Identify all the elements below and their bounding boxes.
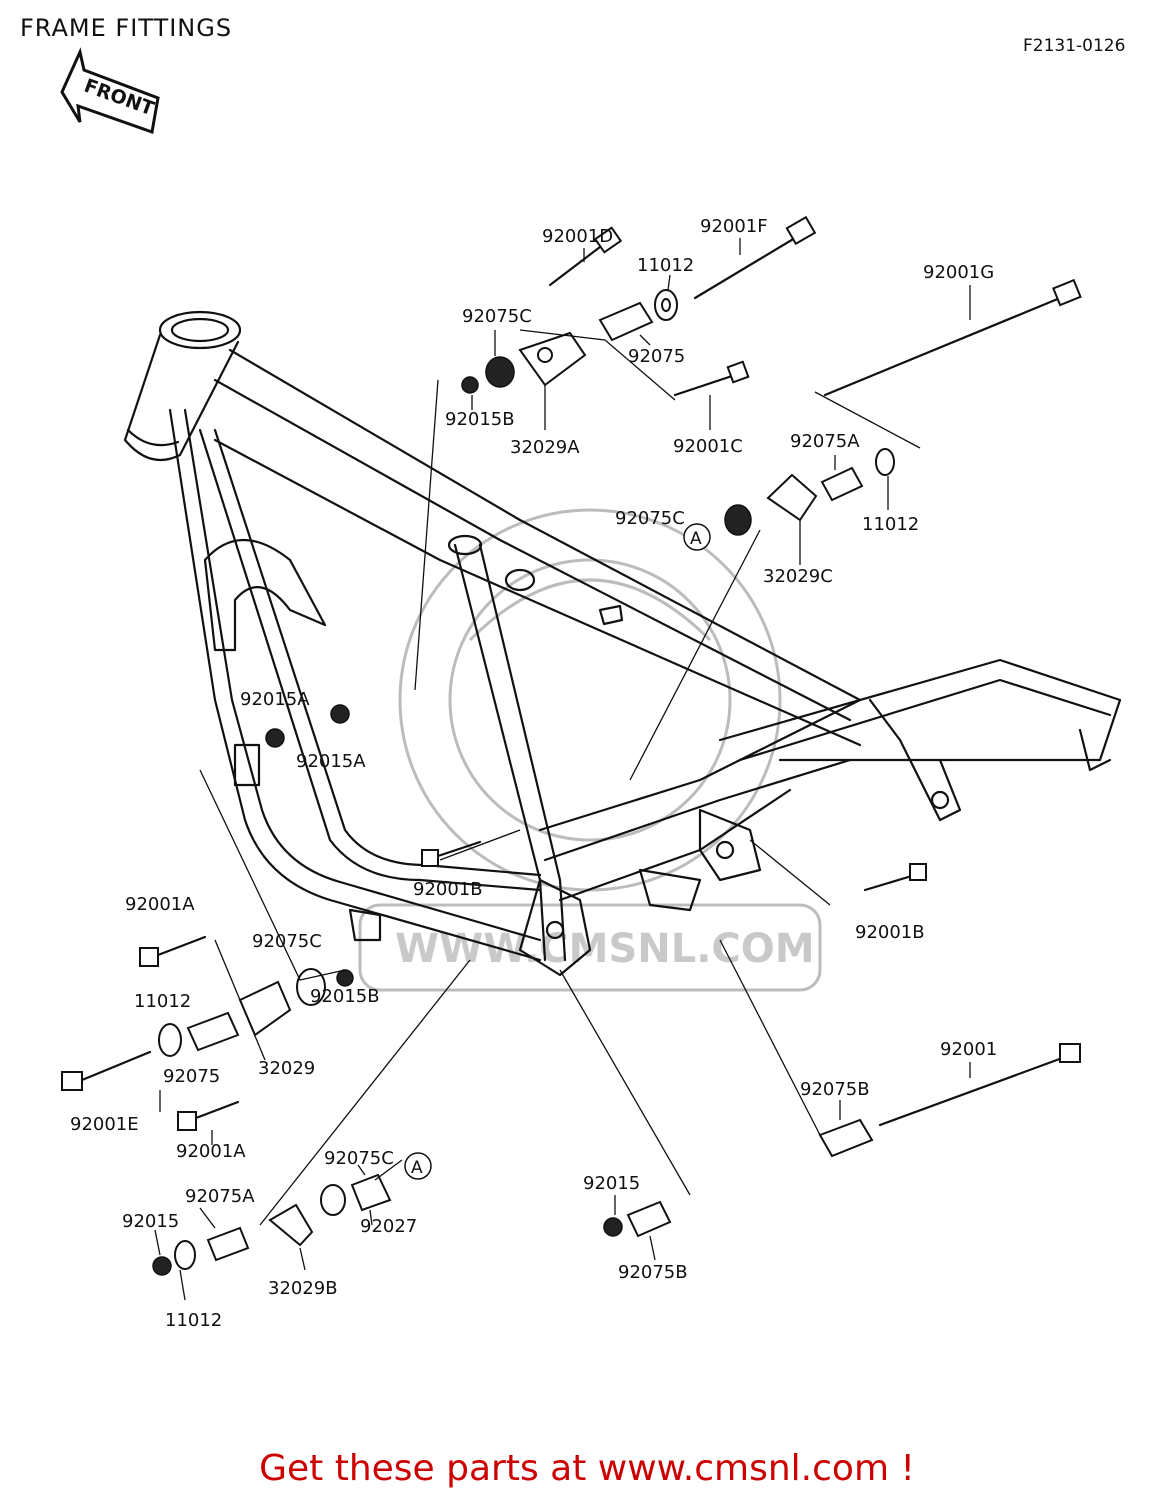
part-bushing-92075A-b[interactable] bbox=[206, 1226, 250, 1262]
label-92001: 92001 bbox=[940, 1039, 997, 1060]
part-washer-11012-a[interactable] bbox=[654, 289, 678, 321]
label-92075C: 92075C bbox=[324, 1148, 394, 1169]
page-title: FRAME FITTINGS bbox=[20, 14, 233, 42]
part-bolt-92001G[interactable] bbox=[823, 278, 1082, 397]
label-11012: 11012 bbox=[862, 514, 919, 535]
part-nut-92015-b[interactable] bbox=[603, 1217, 623, 1237]
front-arrow-icon: FRONT bbox=[60, 47, 160, 135]
part-bolt-92001A-a[interactable] bbox=[139, 935, 207, 967]
callout-a-top: A bbox=[683, 523, 711, 551]
part-bolt-92001E[interactable] bbox=[61, 1050, 152, 1091]
label-32029B: 32029B bbox=[268, 1278, 338, 1299]
part-spacer-92027[interactable] bbox=[350, 1173, 392, 1212]
svg-text:A: A bbox=[690, 529, 702, 549]
promo-link[interactable]: Get these parts at www.cmsnl.com ! bbox=[259, 1448, 915, 1489]
label-11012: 11012 bbox=[637, 255, 694, 276]
part-damper-92075C-d[interactable] bbox=[320, 1184, 346, 1216]
label-92015A: 92015A bbox=[240, 689, 310, 710]
part-nut-92015B-a[interactable] bbox=[461, 376, 479, 394]
label-92015B: 92015B bbox=[310, 986, 380, 1007]
part-bolt-92001A-b[interactable] bbox=[177, 1100, 240, 1131]
label-92001B: 92001B bbox=[413, 879, 483, 900]
label-92001D: 92001D bbox=[542, 226, 613, 247]
label-32029A: 32029A bbox=[510, 437, 580, 458]
label-92075A: 92075A bbox=[185, 1186, 255, 1207]
part-bolt-92001B-a[interactable] bbox=[421, 840, 482, 867]
label-92075A: 92075A bbox=[790, 431, 860, 452]
label-92015: 92015 bbox=[122, 1211, 179, 1232]
leader-lines bbox=[154, 238, 971, 1301]
part-bolt-92001[interactable] bbox=[878, 1043, 1081, 1127]
part-bolt-92001D[interactable] bbox=[548, 226, 623, 287]
label-11012: 11012 bbox=[134, 991, 191, 1012]
part-nut-92015A-b[interactable] bbox=[265, 728, 285, 748]
callout-a-bottom: A bbox=[404, 1152, 432, 1180]
part-bracket-32029A[interactable] bbox=[518, 331, 587, 387]
label-92075B: 92075B bbox=[618, 1262, 688, 1283]
label-92001B: 92001B bbox=[855, 922, 925, 943]
part-bushing-92075-b[interactable] bbox=[186, 1011, 240, 1052]
watermark-text: WWW.CMSNL.COM bbox=[395, 926, 815, 972]
part-washer-11012-c[interactable] bbox=[158, 1023, 182, 1057]
label-92001A: 92001A bbox=[125, 894, 195, 915]
part-bushing-92075B-a[interactable] bbox=[818, 1118, 874, 1158]
label-92027: 92027 bbox=[360, 1216, 417, 1237]
part-number-labels: 92001D 92001F 92001G 11012 92075C 92075 … bbox=[70, 216, 997, 1331]
label-92075C: 92075C bbox=[252, 931, 322, 952]
part-bushing-92075A-a[interactable] bbox=[820, 466, 864, 502]
watermark-logo: WWW.CMSNL.COM bbox=[358, 508, 822, 992]
label-92015: 92015 bbox=[583, 1173, 640, 1194]
part-bolt-92001F[interactable] bbox=[693, 215, 817, 300]
label-32029: 32029 bbox=[258, 1058, 315, 1079]
part-nut-92015B-b[interactable] bbox=[336, 969, 354, 987]
label-92001C: 92001C bbox=[673, 436, 743, 457]
label-92001A: 92001A bbox=[176, 1141, 246, 1162]
label-92075C: 92075C bbox=[615, 508, 685, 529]
part-damper-92075C-b[interactable] bbox=[724, 504, 752, 536]
part-bushing-92075B-b[interactable] bbox=[626, 1200, 672, 1238]
part-bracket-32029[interactable] bbox=[238, 980, 292, 1037]
label-92075B: 92075B bbox=[800, 1079, 870, 1100]
part-damper-92075C-a[interactable] bbox=[485, 356, 515, 388]
part-washer-11012-b[interactable] bbox=[875, 448, 895, 476]
label-32029C: 32029C bbox=[763, 566, 833, 587]
label-92075C: 92075C bbox=[462, 306, 532, 327]
part-bracket-32029C[interactable] bbox=[766, 473, 818, 522]
part-bushing-92075-a[interactable] bbox=[598, 301, 654, 342]
part-nut-92015A-a[interactable] bbox=[330, 704, 350, 724]
part-bracket-32029B[interactable] bbox=[268, 1203, 314, 1247]
label-92075: 92075 bbox=[163, 1066, 220, 1087]
label-11012: 11012 bbox=[165, 1310, 222, 1331]
label-92075: 92075 bbox=[628, 346, 685, 367]
label-92001E: 92001E bbox=[70, 1114, 139, 1135]
label-92001F: 92001F bbox=[700, 216, 768, 237]
diagram-code: F2131-0126 bbox=[1023, 36, 1126, 56]
part-bolt-92001C[interactable] bbox=[673, 360, 750, 397]
part-nut-92015-a[interactable] bbox=[152, 1256, 172, 1276]
label-92001G: 92001G bbox=[923, 262, 994, 283]
svg-text:A: A bbox=[411, 1158, 423, 1178]
part-damper-92075C-c[interactable] bbox=[296, 968, 326, 1006]
label-92015B: 92015B bbox=[445, 409, 515, 430]
part-bolt-92001B-b[interactable] bbox=[863, 863, 927, 892]
label-92015A: 92015A bbox=[296, 751, 366, 772]
motorcycle-frame bbox=[123, 310, 1122, 977]
part-washer-11012-d[interactable] bbox=[174, 1240, 196, 1270]
